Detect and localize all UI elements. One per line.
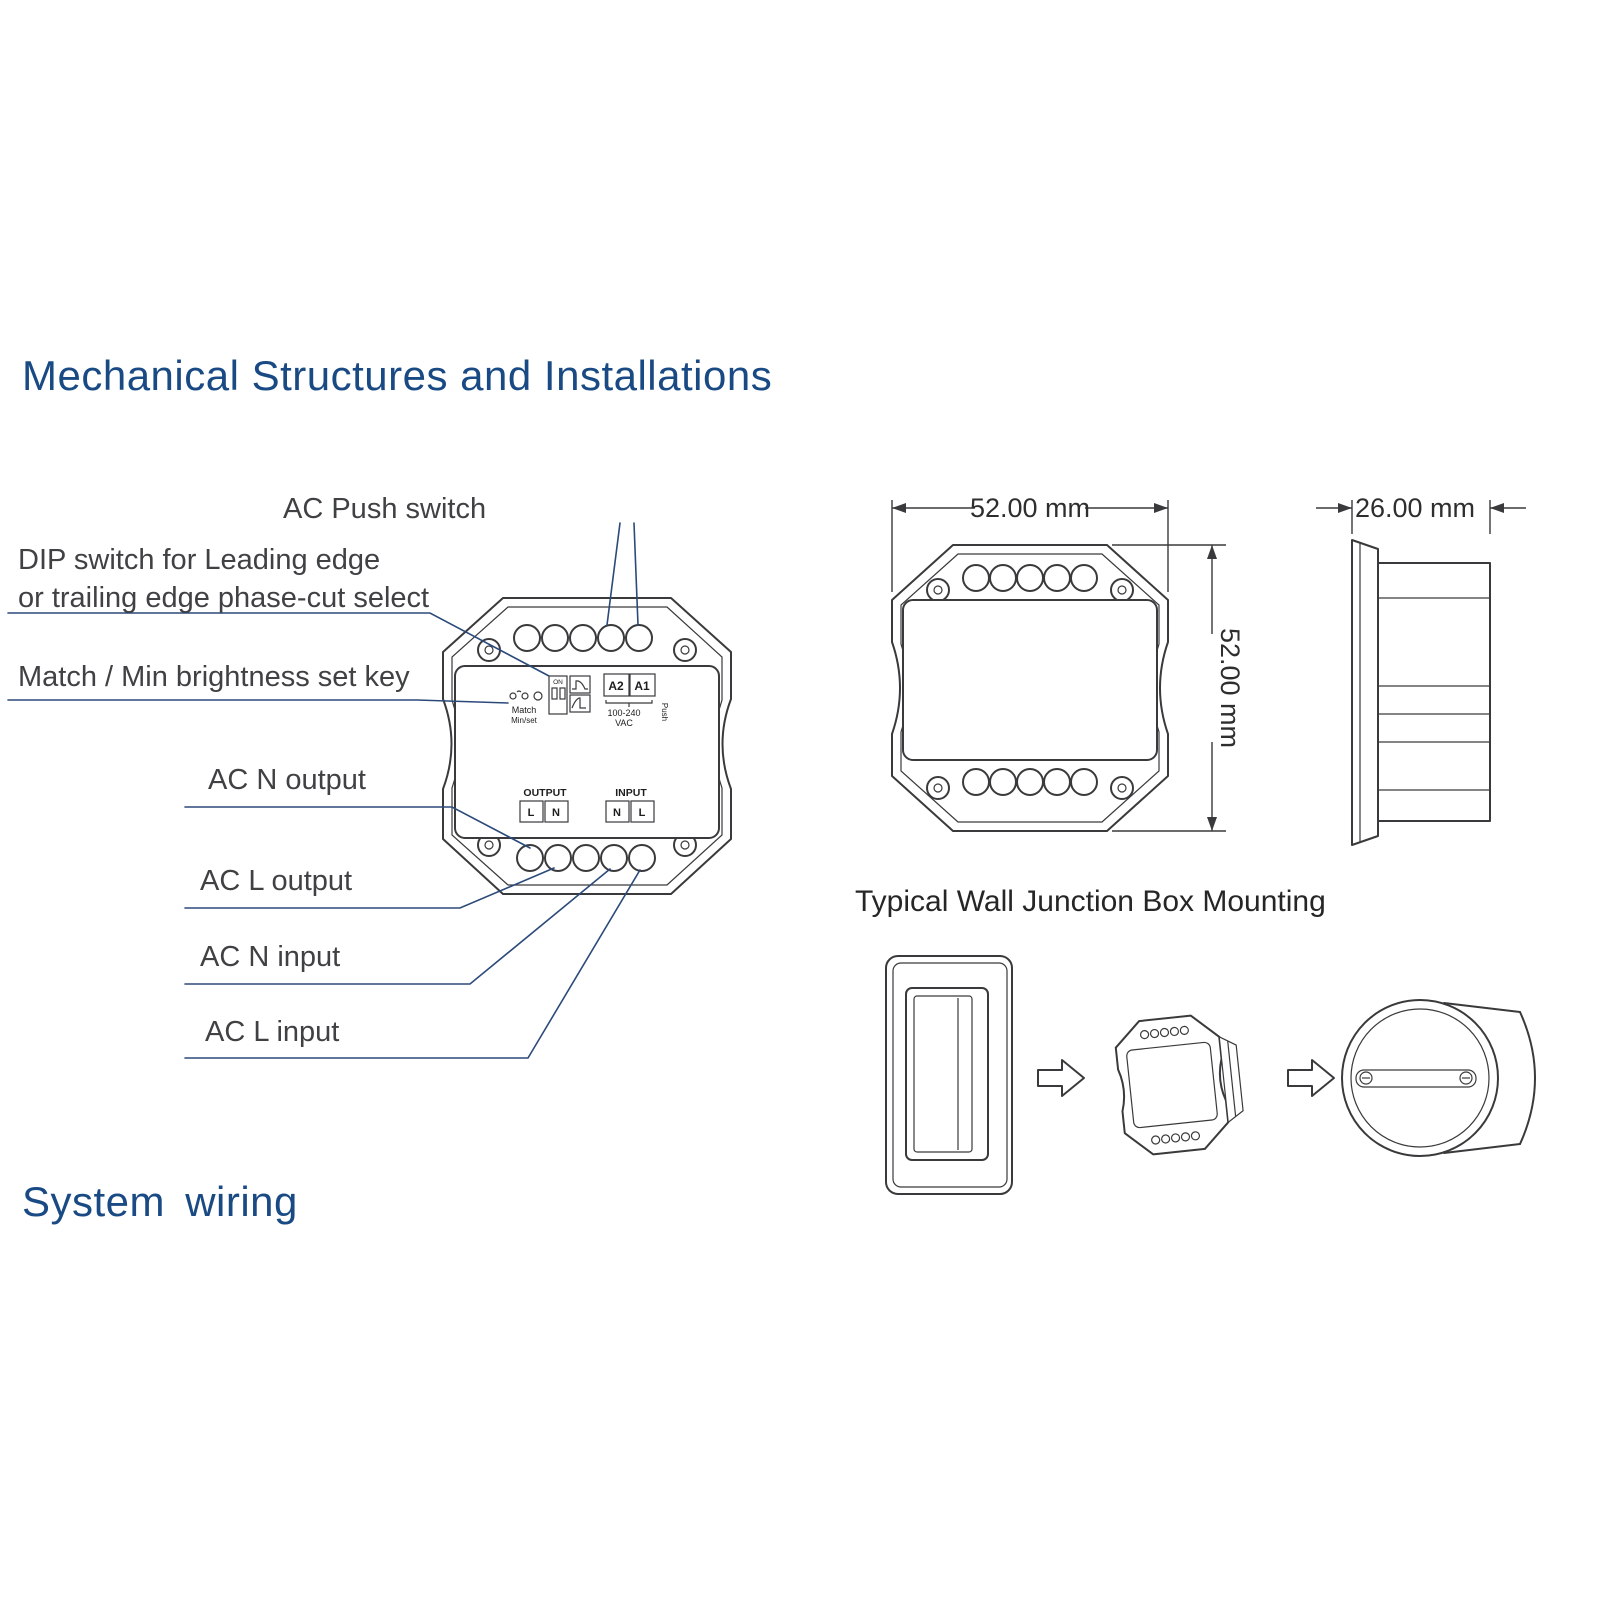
mounting-screws <box>477 638 697 857</box>
callout-match-key: Match / Min brightness set key <box>18 661 410 693</box>
trailing-edge-waveform-icon <box>571 697 586 709</box>
arrow-right-icon <box>1037 1059 1085 1097</box>
junction-box <box>1341 999 1536 1157</box>
output-label: OUTPUT <box>523 787 567 799</box>
leader-ac-l-input <box>184 869 641 1059</box>
bottom-terminal-holes <box>516 844 656 872</box>
callout-dip-switch: DIP switch for Leading edge or trailing … <box>18 541 429 617</box>
match-key-area: Match Min/set <box>509 690 543 725</box>
leader-ac-push-switch <box>633 522 639 626</box>
dip-switch: ON <box>548 675 568 715</box>
front-face-panel <box>902 599 1158 761</box>
match-label: Match <box>512 705 537 715</box>
leader-ac-l-output <box>184 867 555 909</box>
front-dimension-view: 52.00 mm 52.00 mm <box>891 493 1245 832</box>
callout-leader-lines <box>7 522 641 1059</box>
a1-label: A1 <box>634 679 650 693</box>
mounting-title: Typical Wall Junction Box Mounting <box>855 885 1326 918</box>
leader-ac-n-output <box>184 806 531 849</box>
voltage-label: 100-240 <box>607 708 640 718</box>
dip-on-label: ON <box>553 679 563 686</box>
input-l-label: L <box>639 807 646 819</box>
mounting-sequence <box>885 955 1536 1195</box>
leading-edge-waveform-icon <box>572 680 588 690</box>
mounting-bar <box>1355 1069 1477 1088</box>
dimmer-module-small <box>1114 1014 1244 1156</box>
depth-dimension: 26.00 mm <box>1316 493 1526 534</box>
wall-switch-plate <box>885 955 1013 1195</box>
leader-ac-n-input <box>184 868 611 985</box>
match-button <box>533 691 543 701</box>
arrow-right-icon <box>1287 1059 1335 1097</box>
front-height-dimension-label: 52.00 mm <box>1215 628 1245 748</box>
device-annotated-view: Match Min/set ON A2 A1 <box>442 597 732 895</box>
callout-ac-n-output: AC N output <box>208 764 366 796</box>
leader-match-key <box>7 699 509 704</box>
height-dimension: 52.00 mm <box>1112 544 1245 832</box>
input-terminal-block: INPUT N L <box>605 787 655 823</box>
dimmer-module-top-holes <box>1139 1025 1189 1040</box>
output-n-label: N <box>552 807 560 819</box>
leader-dip-switch <box>7 612 550 677</box>
dimmer-module-bottom-holes <box>1151 1131 1201 1145</box>
leader-ac-push-switch <box>606 522 621 626</box>
callout-ac-l-input: AC L input <box>205 1016 340 1048</box>
front-bottom-holes <box>926 768 1134 800</box>
wireless-icon <box>509 692 517 700</box>
section-title-system-wiring: System wiring <box>22 1178 298 1225</box>
front-width-dimension-label: 52.00 mm <box>970 493 1090 523</box>
callout-dip-switch-line1: DIP switch for Leading edge <box>18 544 381 576</box>
callout-dip-switch-line2: or trailing edge phase-cut select <box>18 582 430 614</box>
side-depth-dimension-label: 26.00 mm <box>1355 493 1475 523</box>
top-terminal-holes <box>513 624 653 652</box>
voltage-unit-label: VAC <box>615 718 633 728</box>
input-label: INPUT <box>615 787 647 799</box>
device-face-panel <box>454 665 720 839</box>
input-n-label: N <box>613 807 621 819</box>
callout-ac-l-output: AC L output <box>200 865 353 897</box>
push-label: Push <box>660 703 669 721</box>
front-top-holes <box>926 564 1134 602</box>
minset-label: Min/set <box>511 716 538 725</box>
side-dimension-view: 26.00 mm <box>1316 493 1526 846</box>
side-body <box>1377 562 1491 822</box>
a2-label: A2 <box>608 679 624 693</box>
wireless-icon <box>521 692 529 700</box>
output-terminal-block: OUTPUT L N <box>519 787 569 823</box>
callout-ac-n-input: AC N input <box>200 941 341 973</box>
section-title-mechanical: Mechanical Structures and Installations <box>22 352 773 399</box>
phase-cut-waveform-icons <box>569 675 591 713</box>
callout-ac-push-switch: AC Push switch <box>283 493 487 525</box>
side-front-plate <box>1351 539 1379 846</box>
width-dimension: 52.00 mm <box>891 493 1169 592</box>
a2-a1-terminals: A2 A1 100-240 VAC Push <box>603 673 669 728</box>
output-l-label: L <box>528 807 535 819</box>
